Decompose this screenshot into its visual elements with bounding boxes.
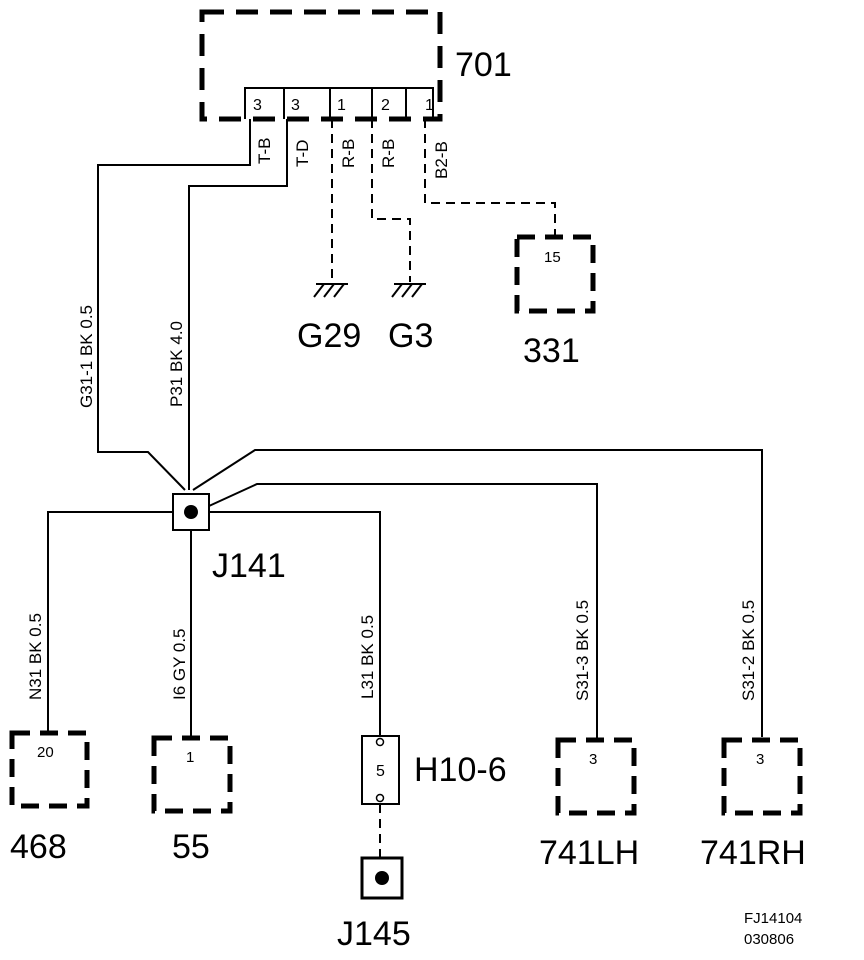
splice-j141-label: J141: [212, 547, 286, 585]
figure-date: 030806: [744, 931, 794, 948]
wire-label-s31-2: S31-2 BK 0.5: [739, 600, 758, 701]
wire-p31: [188, 119, 288, 490]
component-468-label: 468: [10, 828, 67, 866]
pin-701-1: 3: [253, 97, 262, 114]
pin-701-3: 1: [337, 97, 346, 114]
component-468: 20 468: [9, 730, 90, 866]
ground-hatch: [411, 283, 423, 298]
component-331-box: [514, 234, 596, 314]
component-741lh-box: [555, 737, 637, 816]
pin-701-4: 2: [381, 97, 390, 114]
ground-g29: G29: [297, 283, 361, 355]
figure-code: FJ14104: [744, 910, 802, 927]
pin-701-2: 3: [291, 97, 300, 114]
component-55: 1 55: [151, 735, 233, 866]
pin-741lh: 3: [589, 751, 597, 768]
wire-label-l31: L31 BK 0.5: [358, 615, 377, 699]
ground-hatch: [333, 283, 345, 298]
component-701-label: 701: [455, 46, 512, 84]
component-331-label: 331: [523, 332, 580, 370]
wire-rb-g3: [371, 119, 411, 282]
connector-h10-6: 5 H10-6: [361, 735, 507, 805]
ground-g3: G3: [388, 283, 433, 355]
wire-s31-3: [208, 483, 598, 738]
splice-j141-node: [184, 505, 198, 519]
component-741rh: 3 741RH: [700, 737, 806, 872]
component-741lh: 3 741LH: [539, 737, 639, 872]
wire-s31-2: [192, 449, 763, 737]
component-741rh-label: 741RH: [700, 834, 806, 872]
splice-j145-label: J145: [337, 915, 411, 953]
splice-j141: J141: [47, 449, 763, 738]
component-741lh-label: 741LH: [539, 834, 639, 872]
pin-701-5: 1: [425, 97, 434, 114]
wire-label-i6: I6 GY 0.5: [170, 628, 189, 700]
wire-label-p31: P31 BK 4.0: [167, 321, 186, 407]
wire-label-g31-1: G31-1 BK 0.5: [77, 305, 96, 408]
pin-468: 20: [37, 744, 54, 761]
wire-b2b: [424, 119, 556, 238]
wire-l31: [209, 511, 381, 736]
component-331: 15 331: [514, 234, 596, 370]
ground-hatch: [323, 283, 335, 298]
ground-hatch: [391, 283, 403, 298]
wire-label-s31-3: S31-3 BK 0.5: [573, 600, 592, 701]
component-468-box: [9, 730, 90, 809]
ground-hatch: [313, 283, 325, 298]
splice-j145: J145: [337, 856, 411, 953]
pin-331: 15: [544, 249, 561, 266]
wire-n31: [47, 511, 173, 732]
ground-hatch: [401, 283, 413, 298]
pin-741rh: 3: [756, 751, 764, 768]
component-701-box: [199, 9, 443, 122]
wire-label-td: T-D: [293, 140, 312, 167]
component-701-connector: [244, 87, 434, 119]
ground-g3-label: G3: [388, 317, 433, 355]
pin-55: 1: [186, 749, 194, 766]
component-741rh-box: [721, 737, 803, 816]
wire-label-rb2: R-B: [379, 139, 398, 168]
wire-label-tb: T-B: [255, 138, 274, 164]
wire-label-b2b: B2-B: [432, 141, 451, 179]
wire-g31-1: [97, 119, 251, 491]
ground-g29-label: G29: [297, 317, 361, 355]
connector-h10-6-label: H10-6: [414, 751, 507, 789]
connector-pin-hole: [375, 737, 385, 747]
wire-label-rb1: R-B: [339, 139, 358, 168]
component-701: 3 3 1 2 1 701: [199, 9, 512, 122]
pin-h10-6: 5: [376, 763, 385, 780]
component-55-box: [151, 735, 233, 814]
connector-pin-hole: [375, 793, 385, 803]
component-55-label: 55: [172, 828, 210, 866]
splice-j145-node: [375, 871, 389, 885]
wire-label-n31: N31 BK 0.5: [26, 613, 45, 700]
